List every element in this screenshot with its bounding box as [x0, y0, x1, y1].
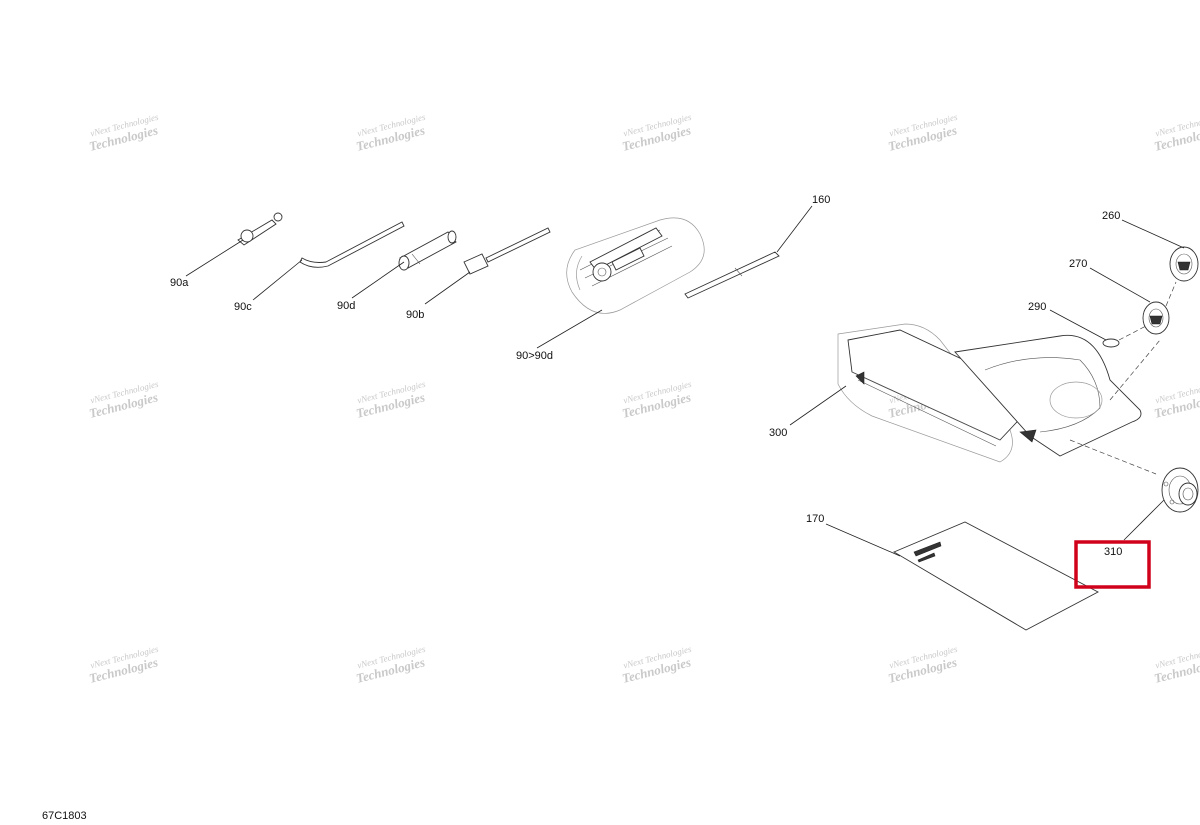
callout-90b: 90b — [406, 309, 424, 321]
callout-160: 160 — [812, 194, 830, 206]
callout-170: 170 — [806, 513, 824, 525]
part-300-storage-tray[interactable] — [789, 323, 1161, 475]
callout-300: 300 — [769, 427, 787, 439]
part-290-clip[interactable] — [1049, 309, 1147, 348]
part-170-manual[interactable] — [825, 521, 1099, 631]
part-270-knob[interactable] — [1089, 267, 1177, 335]
highlight-box-310 — [1074, 540, 1151, 589]
callout-90d: 90d — [337, 300, 355, 312]
part-310-cap[interactable] — [1123, 467, 1199, 541]
part-90a-wrench[interactable] — [185, 212, 283, 277]
part-90d-socket[interactable] — [351, 230, 457, 299]
callout-90c: 90c — [234, 301, 252, 313]
callout-290: 290 — [1028, 301, 1046, 313]
part-160-strip[interactable] — [684, 205, 813, 299]
callout-90-set: 90>90d — [516, 350, 553, 362]
callout-260: 260 — [1102, 210, 1120, 222]
part-90b-screwdriver[interactable] — [424, 227, 551, 305]
part-90c-rod[interactable] — [252, 221, 405, 301]
part-260-cap[interactable] — [1121, 219, 1199, 282]
callout-90a: 90a — [170, 277, 189, 289]
part-90-tool-kit[interactable] — [536, 217, 705, 349]
callout-270: 270 — [1069, 258, 1087, 270]
figure-code-label: 67C1803 — [42, 810, 87, 822]
callout-310: 310 — [1104, 546, 1122, 558]
